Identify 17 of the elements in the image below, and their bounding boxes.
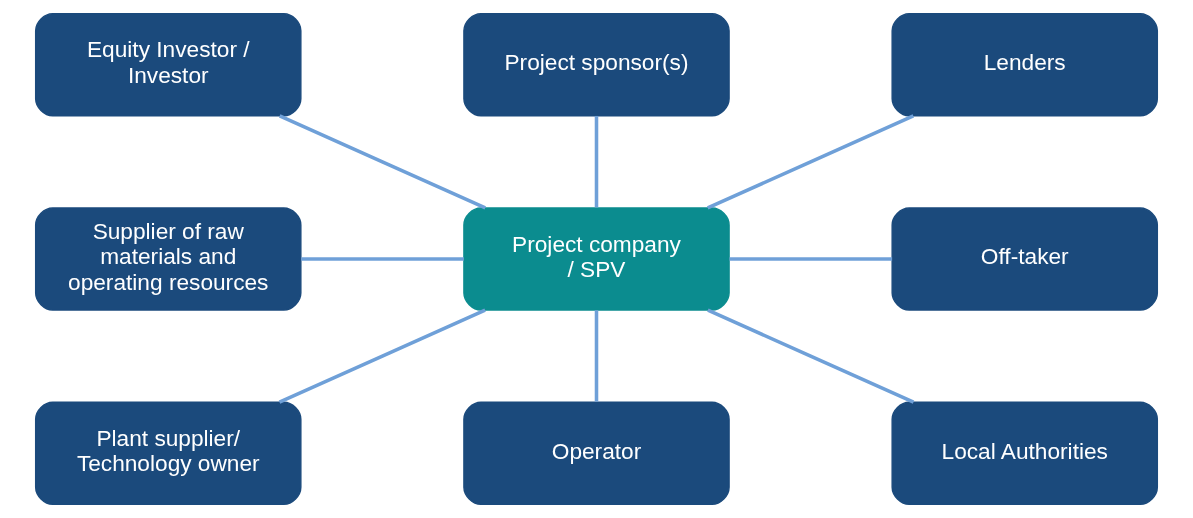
- node-box: Operator: [463, 401, 730, 506]
- node-box: Plant supplier/ Technology owner: [34, 401, 302, 506]
- node-box: Local Authorities: [891, 401, 1159, 506]
- node-box: Project company / SPV: [463, 207, 730, 311]
- connector: [594, 115, 599, 208]
- connector: [278, 114, 486, 210]
- node-box: Supplier of raw materials and operating resources: [34, 207, 302, 311]
- node-box: Project sponsor(s): [463, 12, 730, 117]
- connector: [707, 308, 915, 404]
- connector: [729, 257, 893, 261]
- node-box: Equity Investor / Investor: [34, 12, 302, 117]
- connector: [301, 257, 464, 261]
- connector: [278, 308, 486, 404]
- node-box: Lenders: [891, 12, 1159, 117]
- connector: [707, 114, 915, 210]
- node-box: Off-taker: [891, 207, 1159, 311]
- connector: [594, 310, 599, 402]
